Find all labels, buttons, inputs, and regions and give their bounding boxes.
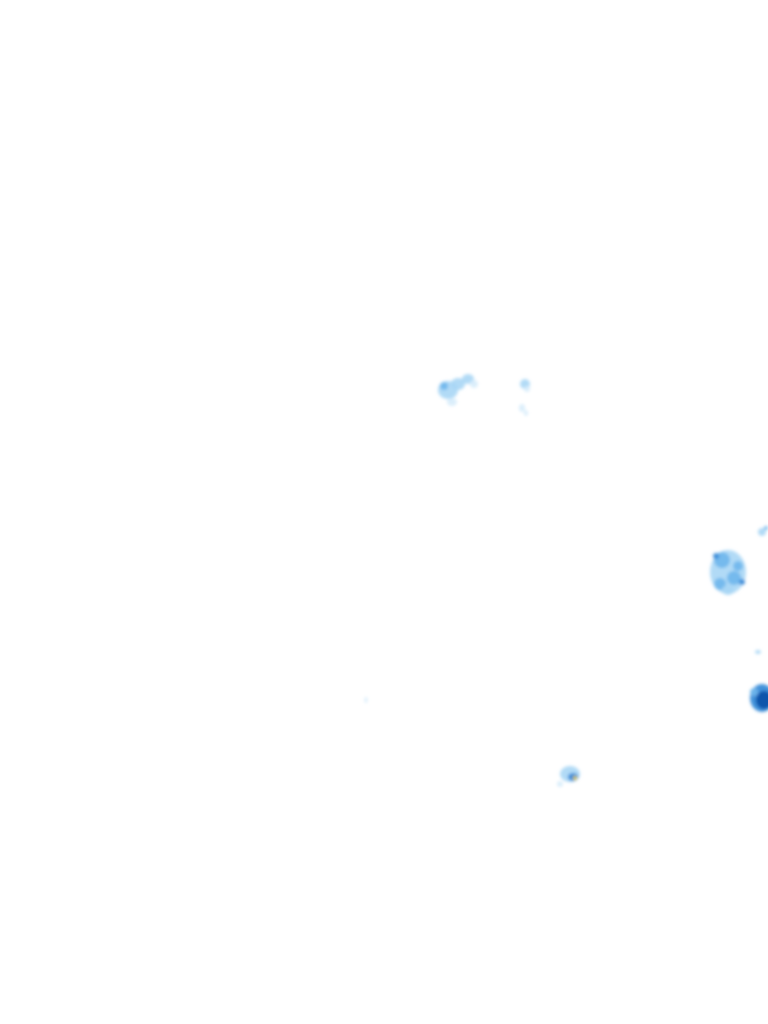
echo-blob [733, 561, 743, 571]
echo-blob [758, 528, 766, 536]
echo-blob [764, 526, 768, 530]
echo-blob [713, 553, 719, 559]
echo-speck-east-mid [755, 650, 761, 654]
echo-blob [451, 378, 465, 390]
echo-blob [714, 578, 726, 590]
echo-cluster-north-a [438, 374, 478, 406]
echo-blob [519, 404, 525, 412]
echo-blob [447, 398, 457, 406]
echo-blob [755, 650, 761, 654]
echo-cluster-north-c [519, 404, 528, 416]
echo-blob [756, 691, 768, 709]
echo-cell-east-edge [750, 684, 768, 712]
echo-speck-west [364, 697, 368, 703]
echo-blob [573, 776, 577, 780]
echo-cluster-east [710, 550, 746, 595]
echo-blob [440, 382, 448, 390]
echo-blob [739, 579, 745, 585]
echo-blob [750, 688, 758, 696]
echo-cluster-north-b [520, 379, 530, 392]
precipitation-layer [364, 374, 768, 787]
echo-blob [470, 380, 478, 388]
echo-speck-east-upper [758, 526, 768, 536]
echo-blob [727, 571, 741, 585]
echo-blob [364, 697, 368, 703]
echo-cell-south [557, 766, 580, 787]
echo-blob [557, 781, 563, 787]
echo-blob [524, 386, 530, 392]
echo-blob [524, 410, 528, 416]
echo-blob [722, 585, 734, 595]
